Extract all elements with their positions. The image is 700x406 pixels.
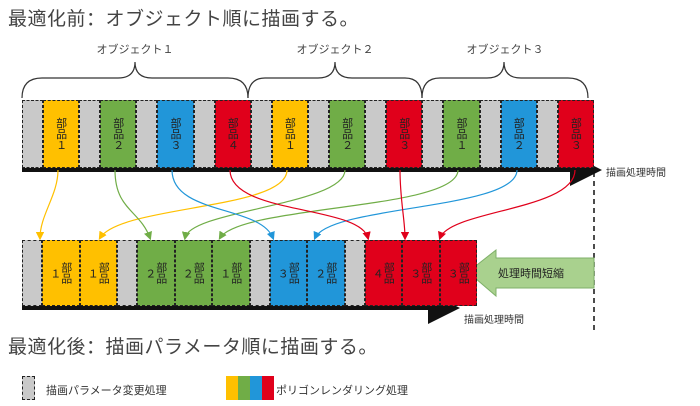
connector-red-2: [399, 169, 410, 241]
part-label: 部品４: [371, 262, 396, 284]
render-part-block: 部品３: [157, 100, 194, 168]
part-label: 部品２: [340, 117, 354, 151]
legend-color-0: [226, 376, 238, 400]
object-label-1: オブジェクト１: [96, 43, 174, 56]
object-label-3: オブジェクト３: [466, 43, 544, 56]
render-part-block: 部品１: [43, 100, 80, 168]
connector-blue-1: [171, 169, 275, 241]
render-part-block: 部品３: [386, 100, 423, 168]
param-change-block: [250, 100, 272, 168]
part-label: 部品３: [168, 117, 182, 151]
render-part-block: 部品１: [42, 240, 80, 306]
render-part-block: 部品２: [500, 100, 537, 168]
connector-green-1: [114, 169, 152, 241]
param-change-block: [22, 240, 42, 306]
render-part-block: 部品３: [269, 240, 307, 306]
legend-color-1: [238, 376, 250, 400]
part-label: 部品１: [48, 262, 73, 284]
param-change-block: [308, 100, 329, 168]
param-change-block: [193, 100, 215, 168]
part-label: 部品３: [408, 262, 433, 284]
part-label: 部品１: [54, 117, 68, 151]
part-label: 部品２: [143, 262, 168, 284]
render-part-block: 部品３: [402, 240, 440, 306]
object-brace-3: [421, 61, 589, 99]
render-part-block: 部品２: [100, 100, 137, 168]
part-label: 部品１: [218, 262, 243, 284]
time-reduction-arrow: [467, 248, 595, 298]
connector-yellow-1: [35, 169, 59, 241]
legend-param-swatch: [22, 376, 35, 400]
part-label: 部品２: [313, 262, 338, 284]
param-change-block: [365, 100, 387, 168]
render-part-block: 部品４: [214, 100, 251, 168]
render-part-block: 部品３: [439, 240, 477, 306]
param-change-block: [117, 240, 137, 306]
connector-red-3: [438, 169, 576, 241]
axis-label-bottom: 描画処理時間: [464, 315, 524, 326]
part-label: 部品３: [397, 117, 411, 151]
connector-red-1: [229, 169, 371, 241]
legend-color-3: [262, 376, 274, 400]
legend-color-2: [250, 376, 262, 400]
render-part-block: 部品２: [174, 240, 212, 306]
param-change-block: [79, 100, 101, 168]
title-before: 最適化前：オブジェクト順に描画する。: [8, 8, 360, 30]
connector-green-3: [218, 169, 459, 241]
render-part-block: 部品２: [329, 100, 366, 168]
render-part-block: 部品２: [137, 240, 175, 306]
time-reduction-label: 処理時間短縮: [498, 267, 564, 280]
part-label: 部品２: [512, 117, 526, 151]
part-label: 部品２: [181, 262, 206, 284]
param-change-block: [249, 240, 270, 306]
object-brace-2: [247, 61, 423, 99]
part-label: 部品３: [569, 117, 583, 151]
legend-param-label: 描画パラメータ変更処理: [46, 384, 167, 397]
param-change-block: [479, 100, 501, 168]
render-part-block: 部品４: [364, 240, 402, 306]
render-part-block: 部品３: [557, 100, 594, 168]
param-change-block: [422, 100, 444, 168]
part-label: 部品１: [283, 117, 297, 151]
part-label: 部品１: [86, 262, 111, 284]
param-change-block: [136, 100, 158, 168]
part-label: 部品４: [226, 117, 240, 151]
part-label: 部品３: [446, 262, 471, 284]
param-change-block: [344, 240, 365, 306]
render-part-block: 部品２: [307, 240, 345, 306]
legend-render-label: ポリゴンレンダリング処理: [276, 384, 408, 397]
part-label: 部品２: [111, 117, 125, 151]
render-part-block: 部品１: [79, 240, 117, 306]
axis-label-top: 描画処理時間: [606, 168, 666, 179]
connector-blue-2: [313, 169, 518, 241]
part-label: 部品１: [454, 117, 468, 151]
object-label-2: オブジェクト２: [296, 43, 374, 56]
param-change-block: [22, 100, 43, 168]
render-part-block: 部品１: [271, 100, 308, 168]
param-change-block: [536, 100, 558, 168]
object-brace-1: [21, 61, 249, 99]
part-label: 部品３: [276, 262, 301, 284]
title-after: 最適化後：描画パラメータ順に描画する。: [8, 336, 378, 358]
render-part-block: 部品１: [212, 240, 250, 306]
connector-yellow-2: [98, 169, 288, 241]
connector-green-2: [181, 169, 346, 241]
render-part-block: 部品１: [443, 100, 480, 168]
